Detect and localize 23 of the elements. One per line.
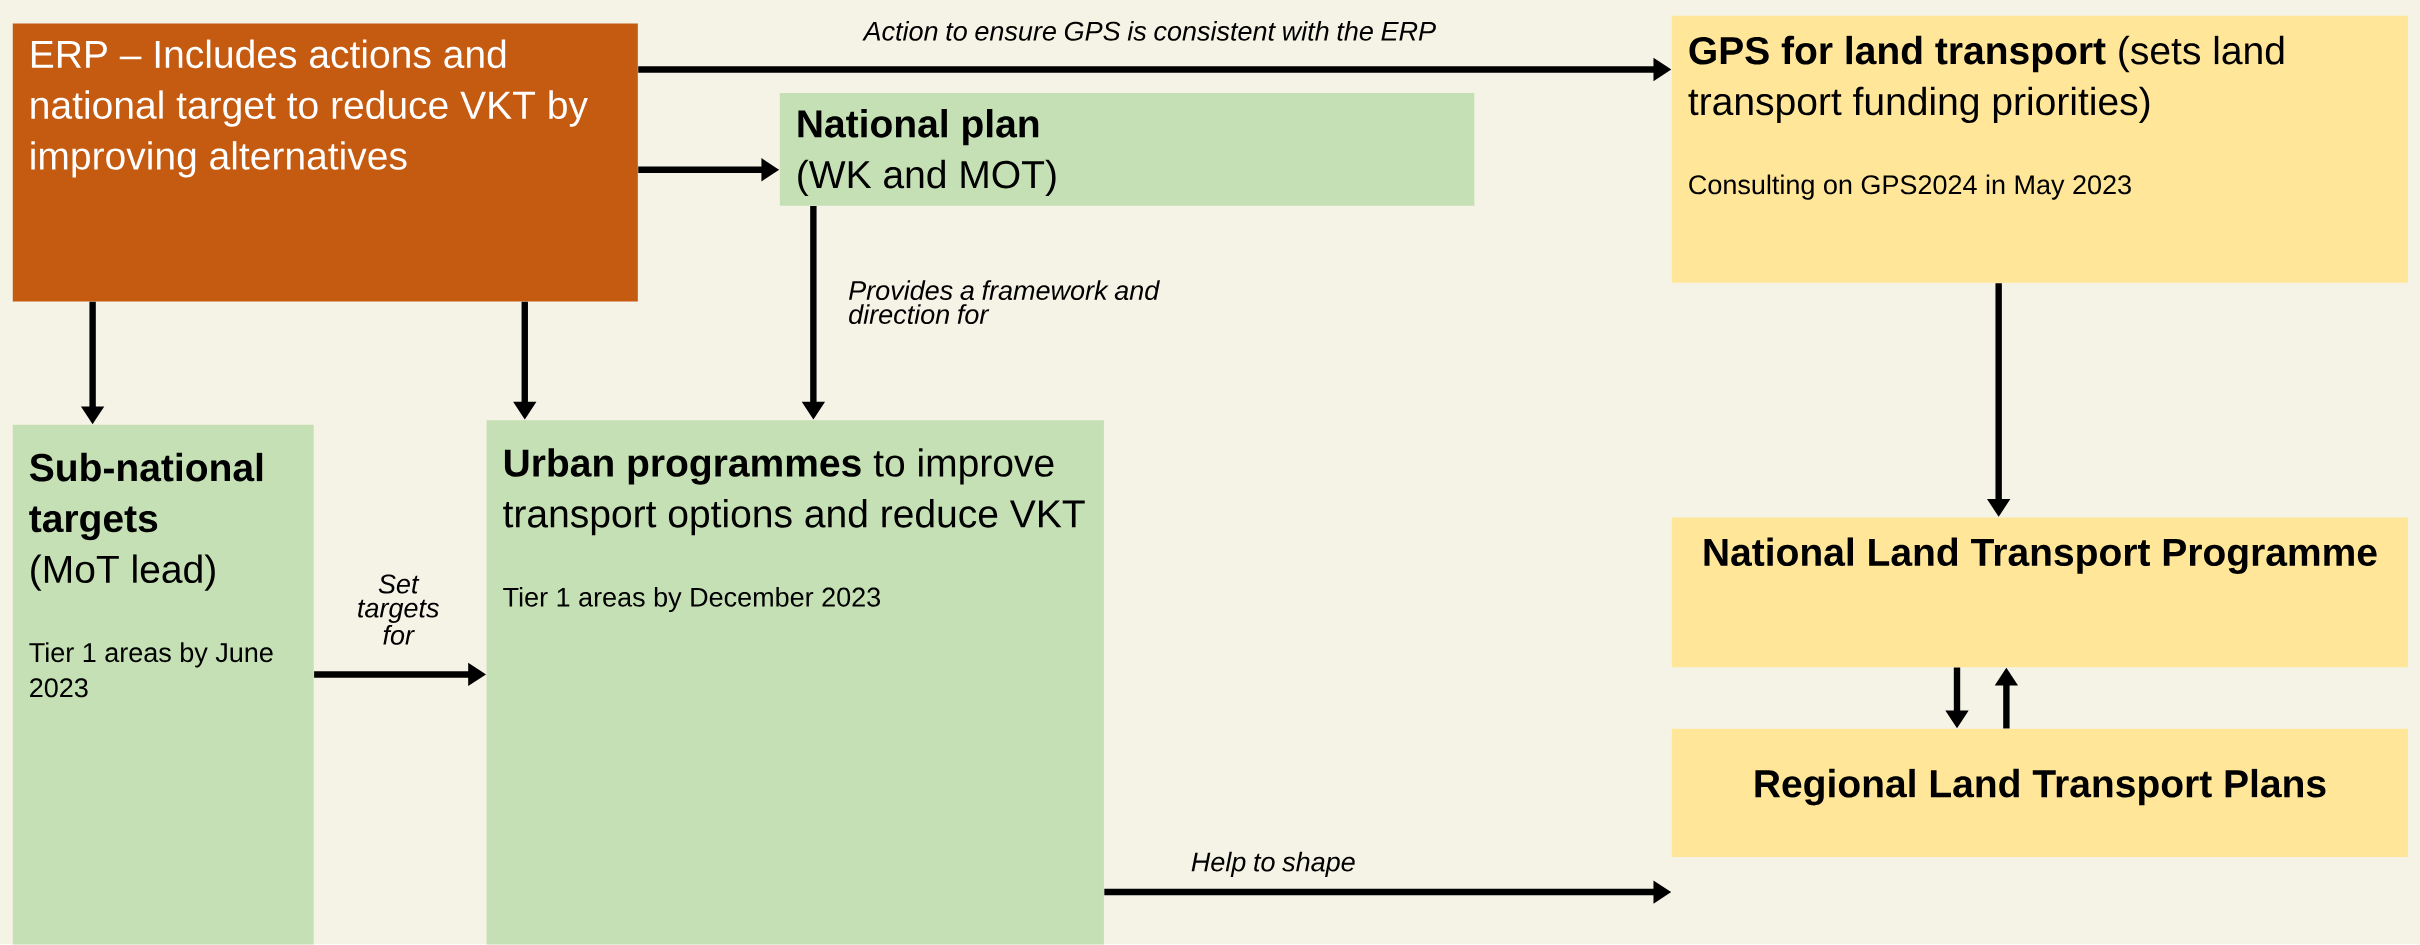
node-heading: Sub-national targets	[29, 453, 263, 541]
box	[1671, 16, 2409, 284]
box	[12, 425, 314, 945]
node-text: (WK and MOT)	[798, 160, 1056, 197]
edge-label: Help to shape	[1191, 851, 1355, 878]
node-heading: National plan	[798, 109, 1039, 146]
edge-label: Set targets for	[358, 574, 439, 645]
box	[12, 23, 638, 302]
node-text: Regional Land Transport Plans	[1755, 769, 2326, 806]
box	[779, 93, 1475, 206]
edge-label: Action to ensure GPS is consistent with the ERP	[862, 21, 1436, 41]
date-note: Tier 1 areas by December 2023	[503, 587, 880, 613]
edge-label: Provides a framework and direction for	[849, 280, 1160, 325]
box	[486, 420, 1104, 945]
box	[1671, 729, 2409, 858]
date-note: Consulting on GPS2024 in May 2023	[1689, 174, 2131, 200]
node-text: (MoT lead)	[31, 554, 215, 591]
node-heading: GPS for land transport (sets land transport funding priorities)	[1688, 36, 2284, 124]
date-note: Tier 1 areas by June 2023	[29, 642, 273, 698]
node-heading: Urban programmes to improve transport options and reduce VKT	[503, 448, 1085, 536]
node-text: ERP – Includes actions and national target to reduce VKT by improving alternatives	[31, 39, 588, 178]
node-text: National Land Transport Programme	[1704, 537, 2377, 575]
box	[1671, 517, 2409, 668]
